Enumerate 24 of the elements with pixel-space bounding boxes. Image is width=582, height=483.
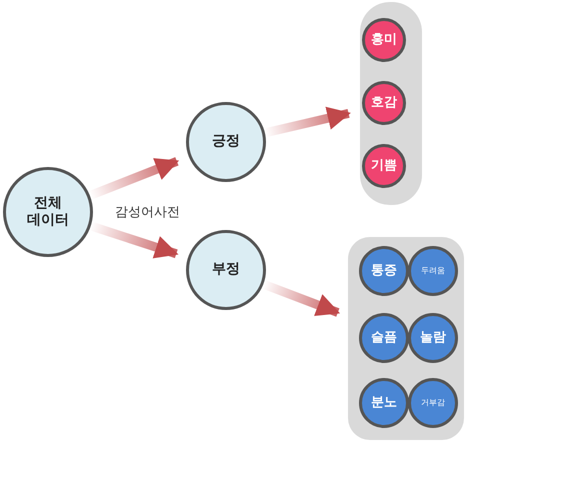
node-label: 두려움 xyxy=(420,266,446,276)
node-label: 통증 xyxy=(370,262,398,280)
emotion-circle xyxy=(408,378,458,428)
emotion-circle xyxy=(362,18,406,62)
emotion-circle xyxy=(362,81,406,125)
emotion-circle xyxy=(359,378,409,428)
emotion-circle xyxy=(359,313,409,363)
group-panel xyxy=(348,237,464,440)
emotion-circle xyxy=(362,144,406,188)
node-label: 호감 xyxy=(370,94,398,112)
node-label: 홍미 xyxy=(370,32,398,48)
emotion-circle xyxy=(359,246,409,296)
node-label: 분노 xyxy=(370,394,398,412)
node-label: 기쁨 xyxy=(370,158,398,174)
node-label: 부정 xyxy=(211,261,241,279)
node-label: 거부감 xyxy=(420,398,446,408)
emotion-circle xyxy=(408,313,458,363)
dictionary-label: 감성어사전 xyxy=(115,204,180,221)
node-label: 긍정 xyxy=(211,133,241,151)
arrow xyxy=(262,280,340,317)
node-label: 전체 데이터 xyxy=(26,194,70,230)
emotion-circle xyxy=(408,246,458,296)
node-label: 슬픔 xyxy=(370,330,398,346)
node-label: 놀람 xyxy=(419,330,447,346)
